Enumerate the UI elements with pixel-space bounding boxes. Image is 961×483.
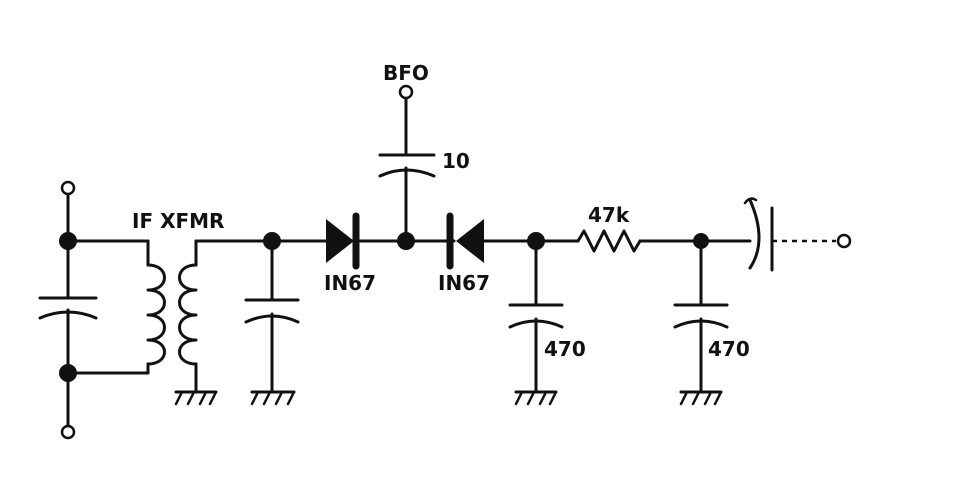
diode-left-label: IN67 (324, 271, 376, 295)
secondary-tuning-capacitor (244, 239, 300, 394)
if-xfmr-label: IF XFMR (132, 209, 224, 233)
resistor-value: 47k (588, 203, 630, 227)
resistor-47k (576, 229, 752, 253)
cap-1-value: 470 (544, 337, 586, 361)
ground-symbol (174, 390, 218, 406)
if-transformer-primary (66, 239, 166, 375)
input-terminal-top (60, 180, 76, 196)
bfo-terminal (398, 84, 414, 100)
input-terminal-bottom (60, 424, 76, 440)
bfo-capacitor (378, 96, 436, 243)
junction-dot (397, 232, 415, 250)
filter-capacitor-1 (508, 239, 564, 394)
cap-2-value: 470 (708, 337, 750, 361)
ground-symbol (250, 390, 296, 406)
diode-right (446, 212, 580, 270)
ground-symbol (514, 390, 558, 406)
input-tank-capacitor (38, 188, 98, 430)
diode-right-label: IN67 (438, 271, 490, 295)
junction-dot (693, 233, 709, 249)
bfo-label: BFO (383, 61, 429, 85)
junction-dot (527, 232, 545, 250)
if-transformer-secondary (178, 239, 198, 394)
ground-symbol (679, 390, 723, 406)
output-coupling-capacitor (743, 197, 836, 272)
filter-capacitor-2 (673, 239, 729, 394)
bfo-cap-value: 10 (442, 149, 470, 173)
junction-dot (263, 232, 281, 250)
diode-left (326, 212, 456, 270)
output-terminal (836, 233, 852, 249)
